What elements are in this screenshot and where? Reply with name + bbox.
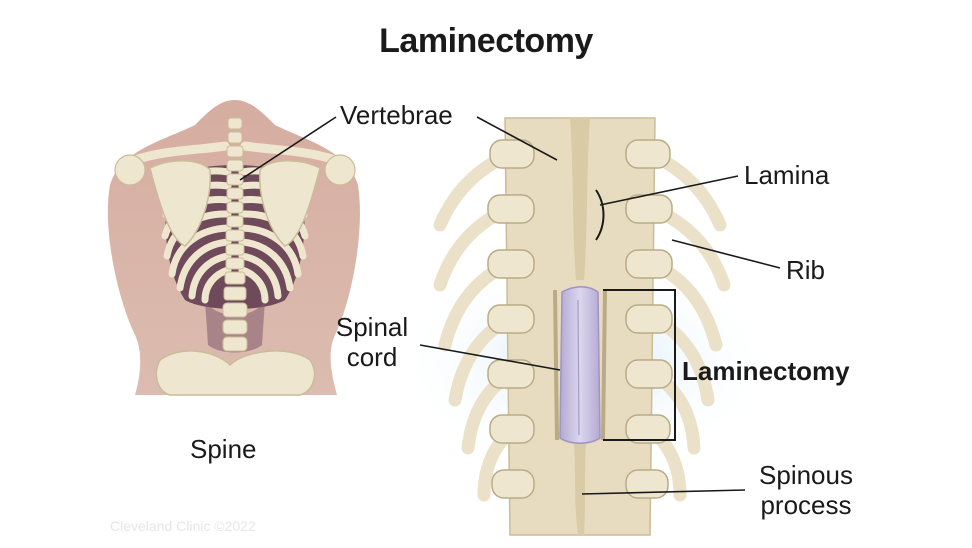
torso-figure — [107, 100, 360, 396]
rib-label: Rib — [786, 255, 826, 285]
lamina-marker — [595, 189, 605, 241]
spinous-process-label: Spinous process — [748, 460, 864, 520]
watermark: Cleveland Clinic ©2022 — [110, 518, 256, 534]
spinous-process-label-line1: Spinous — [759, 460, 853, 490]
spinal-cord-label-line2: cord — [346, 342, 398, 372]
spine-closeup — [395, 117, 775, 536]
left-scapula — [149, 160, 211, 247]
right-scapula — [259, 160, 321, 247]
vertebrae-label: Vertebrae — [340, 100, 453, 130]
page-title: Laminectomy — [379, 22, 593, 60]
leader-lines — [239, 116, 781, 495]
pelvis — [155, 350, 316, 396]
laminectomy-label: Laminectomy — [682, 356, 850, 386]
spinal-cord-label: Spinal cord — [322, 312, 422, 372]
spinous-process-label-line2: process — [760, 490, 852, 520]
spinous-ridge — [570, 118, 590, 280]
lamina-label: Lamina — [744, 160, 830, 190]
laminectomy-bracket — [603, 289, 676, 441]
spine-caption: Spine — [190, 434, 257, 464]
torso-spine — [222, 117, 248, 352]
spinal-cord-label-line1: Spinal — [335, 312, 409, 342]
spinal-cord — [559, 286, 601, 444]
